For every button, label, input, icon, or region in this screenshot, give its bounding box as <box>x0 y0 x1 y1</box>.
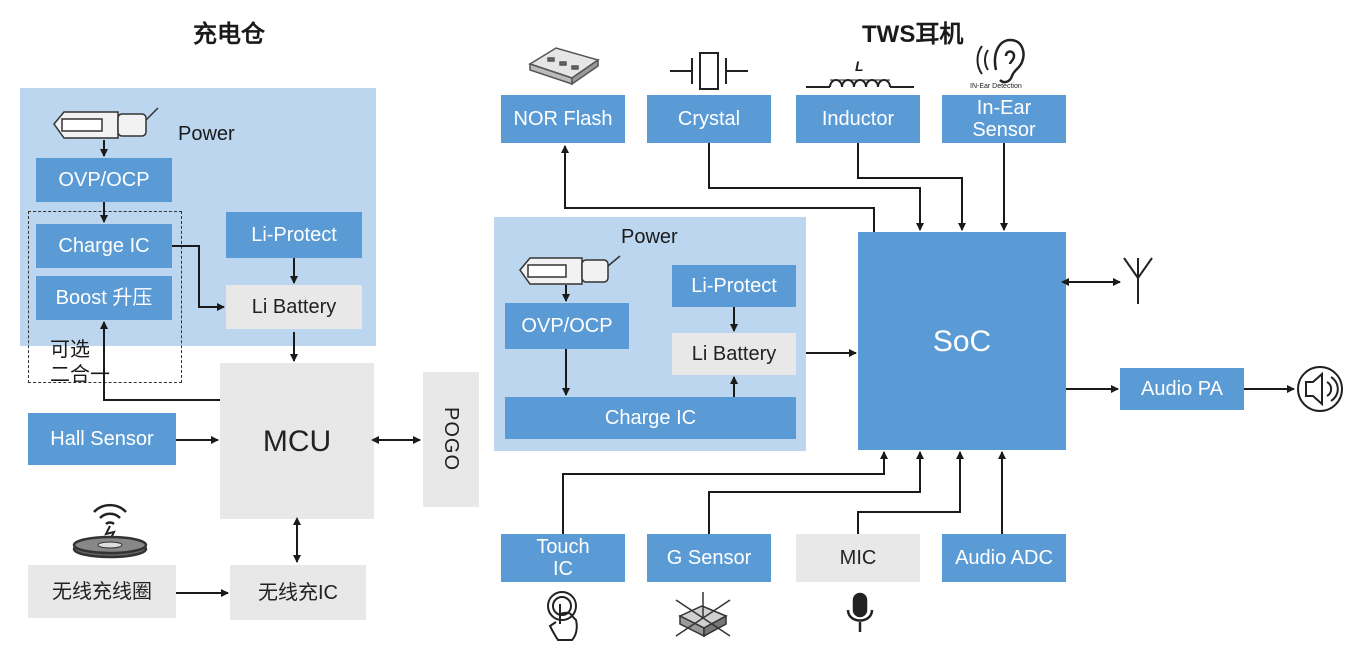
case-boost-block[interactable]: Boost 升压 <box>36 276 172 320</box>
hall-sensor-block[interactable]: Hall Sensor <box>28 413 176 465</box>
case-power-label: Power <box>178 123 235 145</box>
case-ovp-ocp-label: OVP/OCP <box>58 169 150 191</box>
inductor-block[interactable]: Inductor <box>796 95 920 143</box>
audio-adc-label: Audio ADC <box>955 547 1053 569</box>
inductor-icon <box>806 79 914 88</box>
earbud-ovp-ocp-block[interactable]: OVP/OCP <box>505 303 629 349</box>
antenna-icon <box>1123 257 1153 304</box>
speaker-icon <box>1297 366 1343 412</box>
earbud-power-label: Power <box>621 226 678 248</box>
mic-label: MIC <box>839 547 877 569</box>
case-boost-label: Boost 升压 <box>55 287 153 309</box>
earbud-charge-ic-block[interactable]: Charge IC <box>505 397 796 439</box>
earbud-li-protect-block[interactable]: Li-Protect <box>672 265 796 307</box>
in-ear-detection-caption: IN-Ear Detection <box>970 83 1022 90</box>
nor-flash-block[interactable]: NOR Flash <box>501 95 625 143</box>
g-sensor-block[interactable]: G Sensor <box>647 534 771 582</box>
in-ear-label-line1: In-Ear <box>976 97 1032 119</box>
pogo-label: POGO <box>440 407 462 472</box>
optional-label-line1: 可选 <box>50 339 90 361</box>
g-sensor-label: G Sensor <box>666 547 752 569</box>
mcu-block[interactable]: MCU <box>220 363 374 519</box>
flash-chip-icon <box>528 47 600 86</box>
case-li-battery-label: Li Battery <box>251 296 337 318</box>
charge-to-battery-arrow <box>172 245 225 311</box>
usb-plug-icon <box>53 107 159 139</box>
crystal-to-soc-arrow <box>708 143 924 231</box>
in-ear-sensor-block[interactable]: In-Ear Sensor <box>942 95 1066 143</box>
inductor-to-soc-arrow <box>857 143 966 231</box>
touch-ic-block[interactable]: Touch IC <box>501 534 625 582</box>
case-ovp-ocp-block[interactable]: OVP/OCP <box>36 158 172 202</box>
g-sensor-to-soc-arrow <box>708 451 924 534</box>
audio-adc-block[interactable]: Audio ADC <box>942 534 1066 582</box>
mcu-to-boost-arrow <box>100 321 220 401</box>
wireless-charging-icon <box>72 503 148 559</box>
wireless-ic-label: 无线充IC <box>258 581 338 604</box>
crystal-block[interactable]: Crystal <box>647 95 771 143</box>
nor-flash-label: NOR Flash <box>513 108 613 130</box>
wireless-ic-block[interactable]: 无线充IC <box>230 565 366 620</box>
case-charge-ic-label: Charge IC <box>58 235 150 257</box>
hall-sensor-label: Hall Sensor <box>50 428 154 450</box>
earbud-li-battery-block[interactable]: Li Battery <box>672 333 796 375</box>
optional-label-line2: 二合一 <box>50 364 110 386</box>
in-ear-label-line2: Sensor <box>972 119 1036 141</box>
wireless-coil-label: 无线充线圈 <box>52 580 152 603</box>
case-li-protect-label: Li-Protect <box>251 224 337 246</box>
inductor-symbol-label: L <box>855 58 864 74</box>
case-charge-ic-block[interactable]: Charge IC <box>36 224 172 268</box>
ear-icon <box>976 38 1025 84</box>
mcu-label: MCU <box>262 424 332 458</box>
wireless-coil-block[interactable]: 无线充线圈 <box>28 565 176 618</box>
audio-pa-label: Audio PA <box>1141 378 1223 400</box>
inductor-label: Inductor <box>821 108 895 130</box>
soc-to-nor-flash-arrow <box>561 145 875 232</box>
earbud-ovp-ocp-label: OVP/OCP <box>521 315 613 337</box>
crystal-icon <box>670 52 748 90</box>
touch-icon <box>547 591 578 641</box>
soc-block[interactable]: SoC <box>858 232 1066 450</box>
case-li-protect-block[interactable]: Li-Protect <box>226 212 362 258</box>
earbud-li-battery-label: Li Battery <box>691 343 777 365</box>
pogo-block[interactable]: POGO <box>423 372 479 507</box>
mic-block[interactable]: MIC <box>796 534 920 582</box>
tws-earphone-title: TWS耳机 <box>862 21 964 48</box>
soc-label: SoC <box>932 324 992 358</box>
microphone-icon <box>846 592 874 632</box>
charging-case-title: 充电仓 <box>193 21 265 48</box>
earbud-li-protect-label: Li-Protect <box>691 275 777 297</box>
earbud-usb-plug-icon <box>519 255 621 285</box>
touch-ic-label-line2: IC <box>553 558 573 580</box>
case-li-battery-block[interactable]: Li Battery <box>226 285 362 329</box>
mic-to-soc-arrow <box>857 451 964 534</box>
earbud-charge-ic-label: Charge IC <box>604 407 697 429</box>
audio-pa-block[interactable]: Audio PA <box>1120 368 1244 410</box>
touch-ic-label-line1: Touch <box>536 536 590 558</box>
crystal-label: Crystal <box>677 108 741 130</box>
g-sensor-icon <box>675 592 731 638</box>
touch-to-soc-arrow <box>562 451 888 534</box>
